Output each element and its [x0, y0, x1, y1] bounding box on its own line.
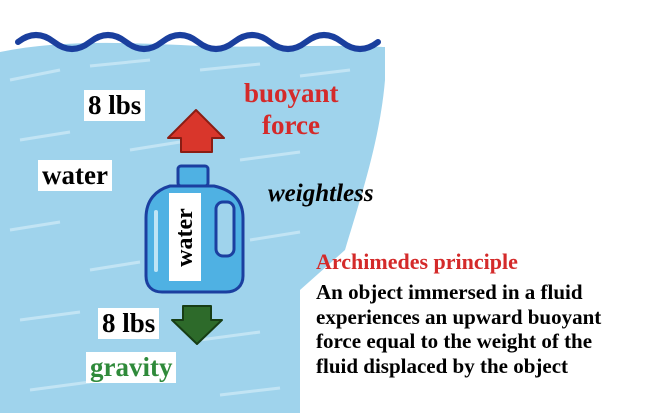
jug-handle-grip [214, 200, 236, 258]
principle-description: An object immersed in a fluid experience… [316, 280, 656, 378]
water-texture [9, 58, 351, 397]
buoyant-force-arrow-icon [167, 109, 225, 153]
gravity-arrow-icon [171, 305, 223, 345]
principle-line: fluid displaced by the object [316, 353, 569, 378]
bottle-water-label: water [169, 193, 201, 281]
downward-weight-label: 8 lbs [98, 308, 160, 339]
principle-line: An object immersed in a fluid [316, 280, 583, 304]
bottle-water-text: water [171, 207, 198, 267]
principle-title: Archimedes principle [316, 249, 518, 274]
principle-line: experiences an upward buoyant [316, 304, 602, 329]
buoyant-force-label-line2: force [262, 110, 320, 140]
surrounding-water-label: water [38, 160, 112, 191]
surface-wave-icon [15, 32, 381, 52]
weightless-label: weightless [268, 180, 374, 207]
buoyant-force-label-line1: buoyant [244, 78, 339, 108]
principle-line: force equal to the weight of the [316, 329, 593, 353]
gravity-label: gravity [86, 352, 177, 383]
jug-cap [176, 164, 210, 188]
upward-weight-label: 8 lbs [84, 90, 146, 121]
